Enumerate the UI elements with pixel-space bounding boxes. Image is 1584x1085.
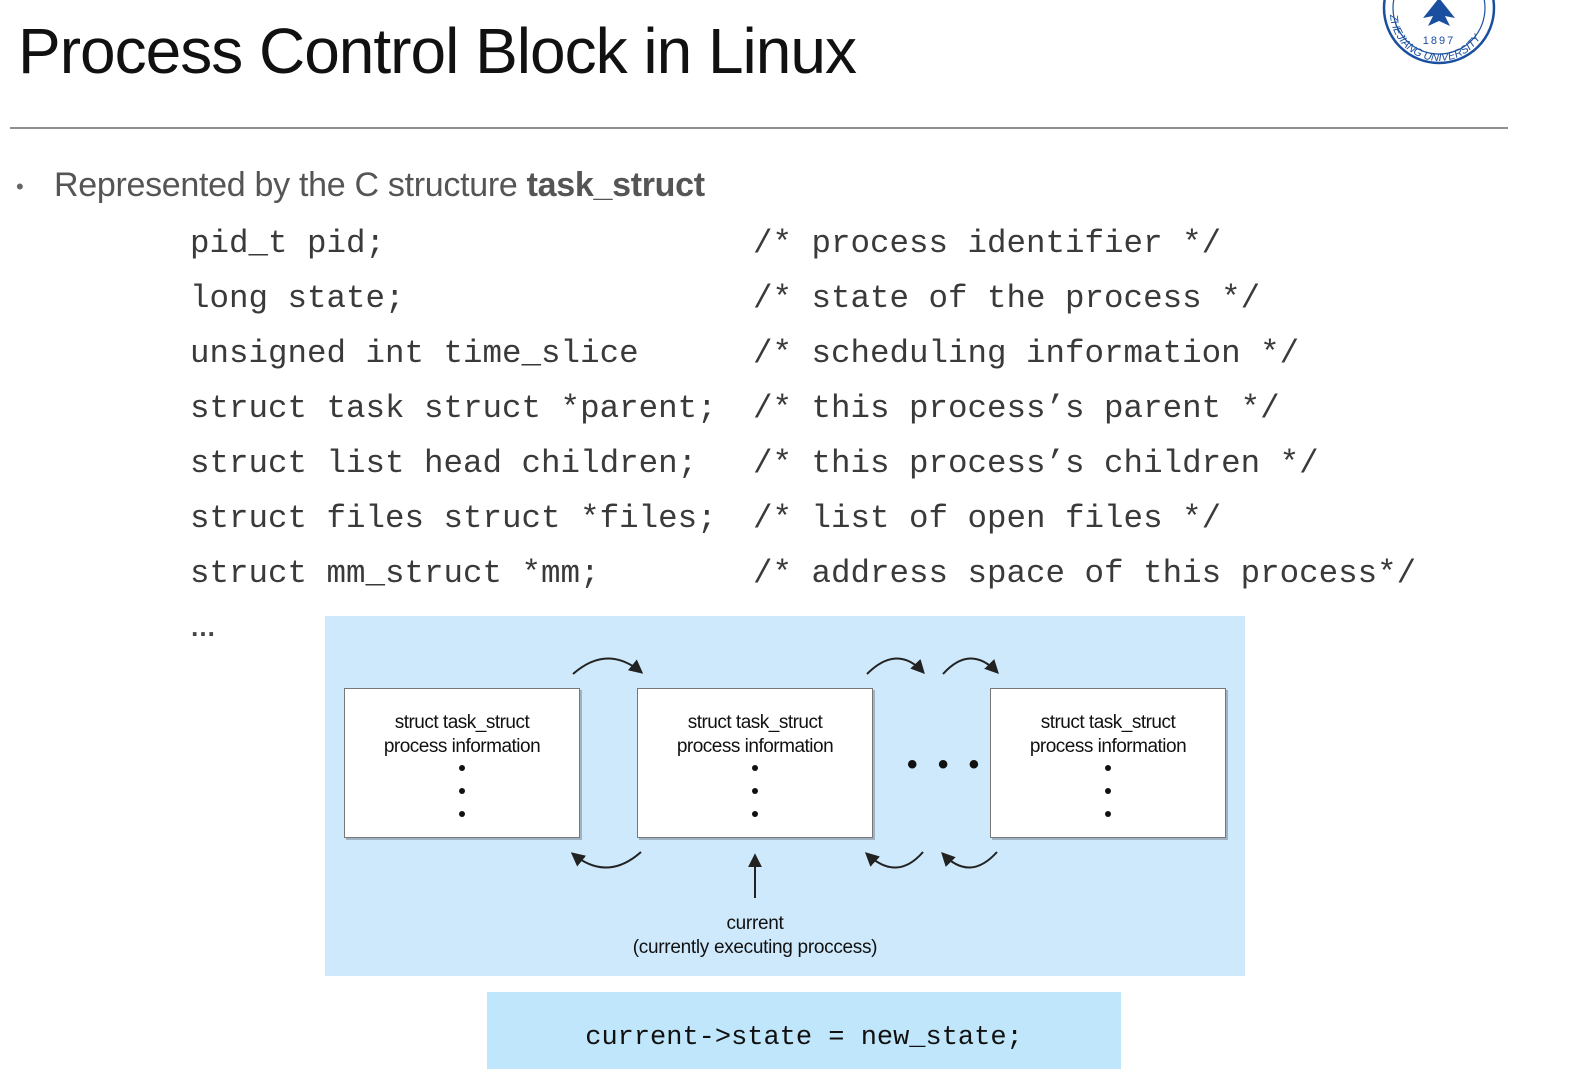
- code-decl: struct task struct *parent;: [190, 390, 717, 427]
- current-label: current (currently executing proccess): [555, 912, 955, 960]
- code-comment: /* state of the process */: [753, 280, 1261, 317]
- code-comment: /* list of open files */: [753, 500, 1222, 537]
- box-title: struct task_struct: [1040, 712, 1176, 733]
- task-struct-box: struct task_struct process information: [990, 688, 1226, 838]
- code-decl: struct mm_struct *mm;: [190, 555, 600, 592]
- current-title: current: [726, 913, 784, 934]
- code-decl: unsigned int time_slice: [190, 335, 639, 372]
- bullet-item: • Represented by the C structure task_str…: [16, 166, 705, 205]
- next-arrow-icon: [572, 657, 644, 675]
- prev-arrow-icon: [941, 851, 998, 869]
- bullet-dot-icon: •: [16, 174, 24, 200]
- box-subtitle: process information: [1029, 736, 1187, 757]
- current-subtitle: (currently executing proccess): [632, 937, 878, 958]
- code-ellipsis: …: [190, 612, 216, 642]
- box-subtitle: process information: [676, 736, 834, 757]
- box-subtitle: process information: [383, 736, 541, 757]
- task-struct-box: struct task_struct process information: [637, 688, 873, 838]
- box-title: struct task_struct: [687, 712, 823, 733]
- gap-dots: • • •: [907, 748, 986, 781]
- code-comment: /* process identifier */: [753, 225, 1222, 262]
- state-assignment-code: current->state = new_state;: [487, 992, 1121, 1069]
- bullet-keyword: task_struct: [526, 166, 705, 204]
- prev-arrow-icon: [570, 851, 642, 869]
- diagram-arrows: [570, 657, 999, 898]
- task-struct-box: struct task_struct process information: [344, 688, 580, 838]
- next-arrow-icon: [942, 657, 999, 675]
- bullet-text: Represented by the C structure: [54, 166, 527, 204]
- code-decl: long state;: [190, 280, 405, 317]
- code-comment: /* this process’s children */: [753, 445, 1319, 482]
- vertical-dots-icon: [345, 765, 579, 817]
- university-logo: 1897 ZHEJIANG UNIVERSITY: [1382, 0, 1496, 65]
- task-list-diagram: struct task_struct process information s…: [325, 616, 1245, 976]
- next-arrow-icon: [866, 657, 925, 675]
- title-divider: [10, 127, 1508, 129]
- code-decl: pid_t pid;: [190, 225, 386, 262]
- code-comment: /* address space of this process*/: [753, 555, 1417, 592]
- prev-arrow-icon: [864, 851, 924, 869]
- code-decl: struct list head children;: [190, 445, 698, 482]
- vertical-dots-icon: [991, 765, 1225, 817]
- code-decl: struct files struct *files;: [190, 500, 717, 537]
- code-comment: /* scheduling information */: [753, 335, 1300, 372]
- logo-year: 1897: [1423, 35, 1455, 47]
- code-comment: /* this process’s parent */: [753, 390, 1280, 427]
- vertical-dots-icon: [638, 765, 872, 817]
- box-title: struct task_struct: [394, 712, 530, 733]
- slide-title: Process Control Block in Linux: [18, 15, 857, 87]
